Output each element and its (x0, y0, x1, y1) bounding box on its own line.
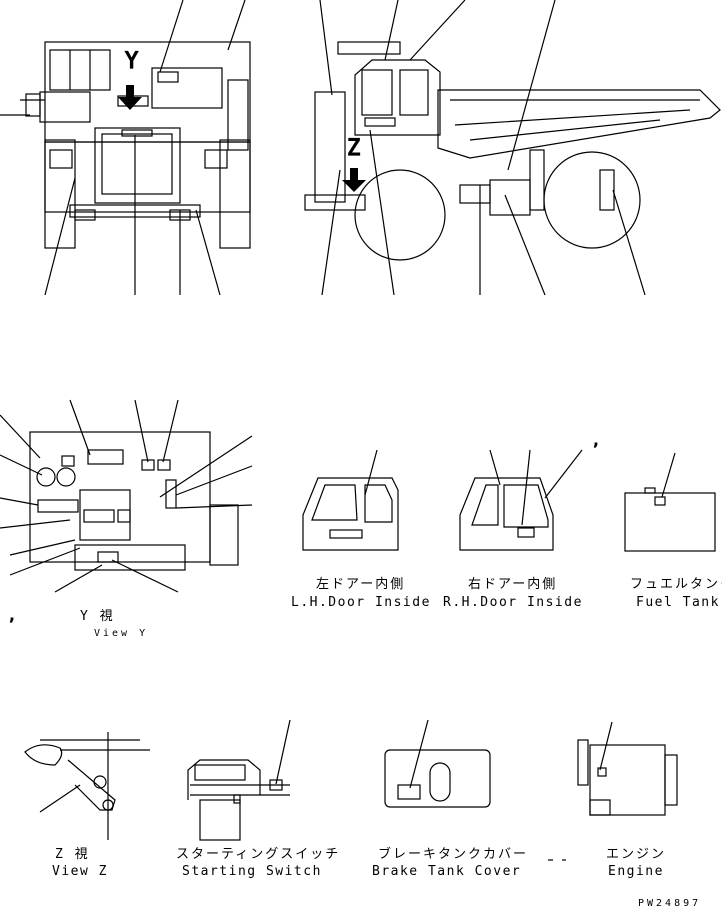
rh-door-drawing (459, 449, 583, 551)
engine-caption-en: Engine (608, 864, 664, 879)
fuel-tank-drawing (624, 452, 716, 552)
fuel-tank-caption-en: Fuel Tank (636, 595, 720, 610)
svg-text:,: , (592, 434, 601, 449)
view-y-caption-en: View Y (94, 628, 148, 639)
view-y-panel-drawing (0, 399, 253, 593)
starting-switch-caption-en: Starting Switch (182, 864, 322, 879)
side-view-truck (304, 0, 721, 296)
svg-text:,: , (8, 609, 17, 624)
side-view-letter-z: Z (347, 136, 360, 161)
brake-tank-cover-caption-en: Brake Tank Cover (372, 864, 521, 879)
rh-door-caption-en: R.H.Door Inside (443, 595, 583, 610)
view-z-caption-jp: Z 視 (55, 847, 90, 862)
engine-drawing (548, 721, 678, 861)
lh-door-caption-en: L.H.Door Inside (291, 595, 431, 610)
view-z-caption-en: View Z (52, 864, 108, 879)
brake-tank-cover-caption-jp: ブレーキタンクカバー (378, 846, 528, 862)
starting-switch-drawing (187, 719, 291, 841)
front-view-letter-y: Y (125, 49, 138, 74)
view-y-arrow-icon (118, 85, 142, 110)
lh-door-caption-jp: 左ドアー内側 (316, 576, 405, 592)
view-z-arrow-icon (342, 168, 366, 192)
fuel-tank-caption-jp: フュエルタンク (630, 577, 722, 592)
rh-door-caption-jp: 右ドアー内側 (468, 576, 557, 592)
view-y-caption-jp: Y 視 (80, 609, 115, 624)
engine-caption-jp: エンジン (606, 847, 666, 862)
view-z-drawing (24, 732, 150, 840)
drawing-code: PW24897 (638, 898, 701, 909)
front-view-truck (0, 0, 251, 296)
starting-switch-caption-jp: スターティングスイッチ (176, 847, 340, 862)
lh-door-drawing (302, 449, 399, 551)
brake-tank-cover-drawing (384, 719, 491, 808)
